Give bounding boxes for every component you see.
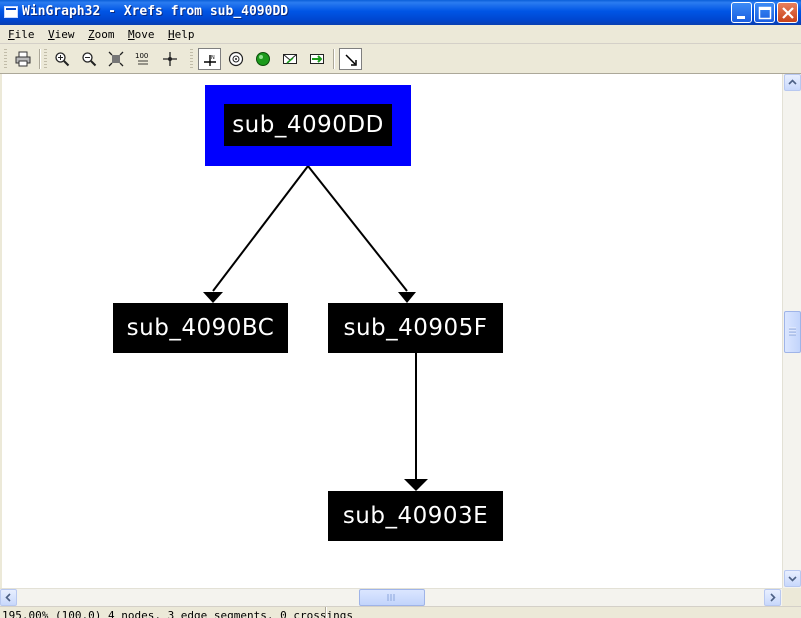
chevron-left-icon	[5, 593, 11, 602]
radar-button[interactable]	[225, 48, 248, 70]
menu-move[interactable]: Move	[128, 28, 155, 41]
envelope-icon	[283, 54, 297, 64]
menu-view[interactable]: View	[48, 28, 75, 41]
graph-node-sub_4090BC[interactable]: sub_4090BC	[113, 303, 288, 353]
zoom-in-button[interactable]	[51, 48, 74, 70]
toolbar-grip[interactable]	[190, 49, 193, 70]
fit-window-icon	[108, 51, 124, 67]
maximize-icon	[758, 6, 772, 20]
zoom-out-icon	[82, 52, 97, 67]
minimize-icon	[737, 16, 745, 19]
vertical-scroll-thumb[interactable]	[784, 311, 801, 353]
status-bar: 195.00% (100,0) 4 nodes, 3 edge segments…	[0, 606, 801, 618]
zoom-in-icon	[55, 52, 70, 67]
toolbar-grip[interactable]	[4, 49, 7, 70]
center-button[interactable]	[159, 48, 182, 70]
grip-icon	[789, 327, 796, 336]
edge-arrowhead	[398, 292, 416, 303]
menu-file[interactable]: File	[8, 28, 35, 41]
maximize-button[interactable]	[754, 2, 775, 23]
status-separator	[325, 607, 327, 618]
north-arrow-button[interactable]: N	[198, 48, 221, 70]
zoom-out-button[interactable]	[78, 48, 101, 70]
close-icon	[782, 7, 794, 19]
chevron-right-icon	[770, 593, 776, 602]
scroll-left-button[interactable]	[0, 589, 17, 606]
scrollbar-corner	[782, 588, 801, 606]
status-text: 195.00% (100,0) 4 nodes, 3 edge segments…	[2, 609, 353, 618]
scroll-right-button[interactable]	[764, 589, 781, 606]
fit-window-button[interactable]	[105, 48, 128, 70]
green-ball-button[interactable]	[252, 48, 275, 70]
app-icon	[4, 6, 18, 18]
follow-edge-button[interactable]	[339, 48, 362, 70]
follow-edge-icon	[345, 54, 357, 66]
north-arrow-icon: N	[204, 55, 216, 66]
window-title: WinGraph32 - Xrefs from sub_4090DD	[22, 4, 289, 19]
edge-root-to-sub_40905F	[307, 165, 408, 292]
toolbar-separator	[39, 49, 41, 69]
edge-root-to-sub_4090BC	[212, 165, 309, 292]
minimize-button[interactable]	[731, 2, 752, 23]
toolbar-grip[interactable]	[44, 49, 47, 70]
edge-arrowhead	[203, 292, 223, 303]
scroll-up-button[interactable]	[784, 74, 801, 91]
horizontal-scroll-thumb[interactable]	[359, 589, 425, 606]
radar-icon	[228, 51, 244, 67]
graph-node-sub_40905F[interactable]: sub_40905F	[328, 303, 503, 353]
zoom-100-icon: 100	[135, 52, 148, 65]
zoom-100-button[interactable]: 100	[132, 48, 155, 70]
green-arrow-icon	[310, 54, 324, 64]
print-icon	[15, 51, 31, 67]
close-button[interactable]	[777, 2, 798, 23]
title-bar: WinGraph32 - Xrefs from sub_4090DD	[0, 0, 801, 25]
green-arrow-button[interactable]	[306, 48, 329, 70]
graph-edges	[203, 165, 428, 491]
vertical-scrollbar[interactable]	[782, 74, 801, 588]
menu-zoom[interactable]: Zoom	[88, 28, 115, 41]
center-icon	[163, 52, 177, 66]
horizontal-scrollbar[interactable]	[0, 588, 782, 606]
svg-text:100: 100	[135, 52, 148, 60]
edge-arrowhead	[404, 479, 428, 491]
chevron-down-icon	[788, 576, 797, 582]
svg-text:N: N	[211, 55, 215, 61]
toolbar-separator	[333, 49, 335, 69]
graph-node-sub_40903E[interactable]: sub_40903E	[328, 491, 503, 541]
grip-icon	[387, 594, 395, 601]
print-button[interactable]	[12, 48, 35, 70]
graph-canvas[interactable]: sub_4090DD sub_4090BC sub_40905F sub_409…	[2, 74, 782, 588]
green-ball-icon	[256, 52, 270, 66]
menu-bar: File View Zoom Move Help	[0, 25, 801, 44]
envelope-button[interactable]	[279, 48, 302, 70]
menu-help[interactable]: Help	[168, 28, 195, 41]
toolbar: 100 N	[0, 45, 801, 74]
scroll-down-button[interactable]	[784, 570, 801, 587]
graph-node-sub_4090DD[interactable]: sub_4090DD	[224, 104, 392, 146]
chevron-up-icon	[788, 79, 797, 85]
